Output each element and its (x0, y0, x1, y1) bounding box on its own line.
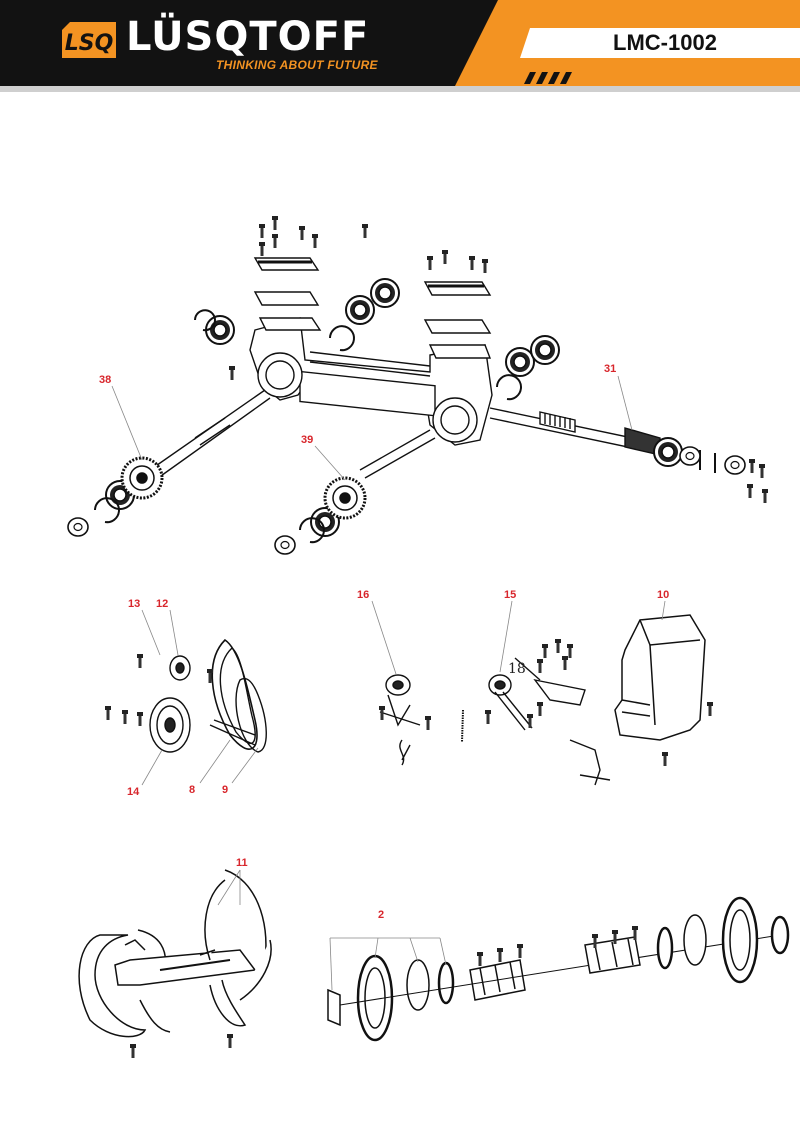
header-banner: LSQ LÜSQTOFF THINKING ABOUT FUTURE LMC-1… (0, 0, 800, 92)
callout-15: 15 (499, 589, 516, 673)
svg-text:13: 13 (128, 598, 140, 610)
svg-text:31: 31 (604, 363, 616, 375)
svg-text:8: 8 (189, 784, 195, 796)
callout-16: 16 (357, 589, 397, 675)
callout-13: 13 (128, 598, 161, 656)
svg-text:16: 16 (357, 589, 369, 601)
callout-10: 10 (657, 589, 669, 621)
svg-text:10: 10 (657, 589, 669, 601)
belt-cover (614, 614, 706, 741)
gearbox-assembly (149, 257, 716, 479)
callout-11: 11 (217, 857, 248, 906)
svg-text:9: 9 (222, 784, 228, 796)
svg-text:15: 15 (504, 589, 516, 601)
circlips (94, 309, 522, 544)
brand-logo-icon: LSQ (62, 22, 116, 58)
svg-text:14: 14 (127, 786, 140, 798)
svg-text:12: 12 (156, 598, 168, 610)
tiller-tines-assembly (78, 869, 272, 1038)
callout-18: 18 (508, 661, 526, 677)
logo-mark-text: LSQ (65, 31, 114, 56)
callout-8: 8 (189, 739, 231, 796)
svg-text:2: 2 (378, 909, 384, 921)
svg-text:39: 39 (301, 434, 313, 446)
brand-tagline: THINKING ABOUT FUTURE (216, 58, 378, 72)
exploded-parts-diagram: 38 39 31 13 12 14 8 (67, 216, 790, 1058)
washers-and-clips (67, 446, 746, 555)
header-background: LSQ (0, 0, 800, 92)
callout-12: 12 (156, 598, 179, 656)
model-number: LMC-1002 (613, 30, 717, 55)
svg-text:11: 11 (236, 857, 248, 869)
pulley-belt-assembly (149, 638, 267, 753)
brand-name: LÜSQTOFF (126, 14, 370, 60)
callout-14: 14 (127, 749, 163, 798)
drive-gears (120, 456, 367, 520)
wheel-assembly (327, 896, 790, 1042)
callout-31: 31 (604, 363, 633, 431)
tine-bolts (130, 1034, 233, 1058)
callout-38: 38 (99, 374, 143, 461)
callout-39: 39 (301, 434, 346, 481)
clutch-lever-assembly (379, 657, 611, 786)
svg-text:38: 38 (99, 374, 111, 386)
callout-9: 9 (222, 747, 259, 796)
callout-2: 2 (329, 909, 447, 991)
